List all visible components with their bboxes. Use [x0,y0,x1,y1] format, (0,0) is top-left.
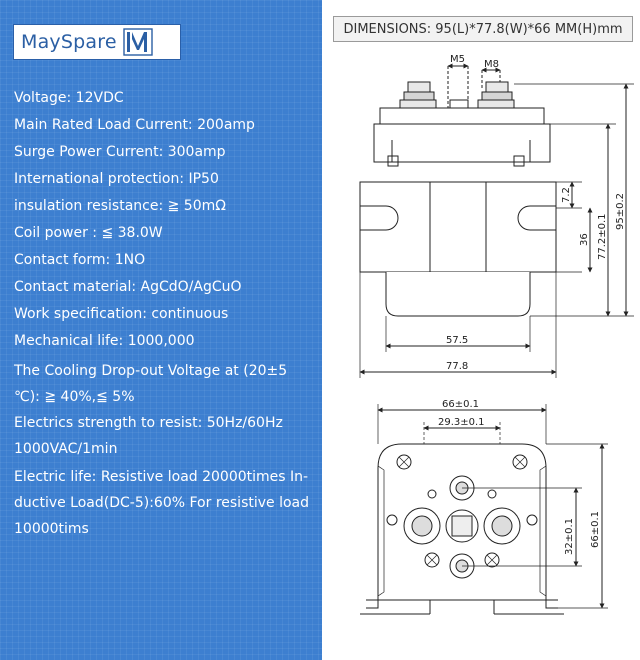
label-bw-66: 66±0.1 [442,399,479,410]
spec-surge: Surge Power Current: 300amp [14,144,226,160]
spec-dielectric: Electrics strength to resist: 50Hz/60Hz … [14,415,283,457]
spec-contact-form: Contact form: 1NO [14,252,146,268]
spec-rated-load: Main Rated Load Current: 200amp [14,117,255,133]
label-w-57-5: 57.5 [446,335,468,346]
spec-work: Work specification: continuous [14,306,229,322]
label-bh-66: 66±0.1 [590,511,601,548]
label-bw-29-3: 29.3±0.1 [438,417,485,428]
label-h-36: 36 [579,233,590,246]
contactor-body [359,181,557,273]
label-w-77-8: 77.8 [446,361,468,372]
spec-voltage: Voltage: 12VDC [14,90,124,106]
label-h-77-2: 77.2±0.1 [597,213,608,260]
label-h-95: 95±0.2 [615,193,626,230]
spec-mechanical-life: Mechanical life: 1000,000 [14,333,195,349]
side-view [359,63,634,378]
spec-protection: International protection: IP50 [14,171,219,187]
brand-logo: MaySpare [13,24,181,60]
label-bh-32: 32±0.1 [564,518,575,555]
label-m8: M8 [484,59,499,70]
spec-contact-material: Contact material: AgCdO/AgCuO [14,279,242,295]
spec-coil-power: Coil power : ≦ 38.0W [14,225,163,241]
spec-panel: MaySpare Voltage: 12VDC Main Rated Load … [0,0,322,660]
label-h-7-2: 7.2 [561,187,572,203]
dimensions-header: DIMENSIONS: 95(L)*77.8(W)*66 MM(H)mm [333,16,633,42]
spec-electric-life: Electric life: Resistive load 20000times… [14,469,310,537]
brand-name: MaySpare [21,31,117,53]
mayspare-m-logo-icon [123,28,153,56]
spec-dropout-voltage: The Cooling Drop-out Voltage at (20±5 ℃)… [14,363,288,405]
bottom-view [360,404,608,615]
spec-insulation: insulation resistance: ≧ 50mΩ [14,198,226,214]
label-m5: M5 [450,54,465,65]
